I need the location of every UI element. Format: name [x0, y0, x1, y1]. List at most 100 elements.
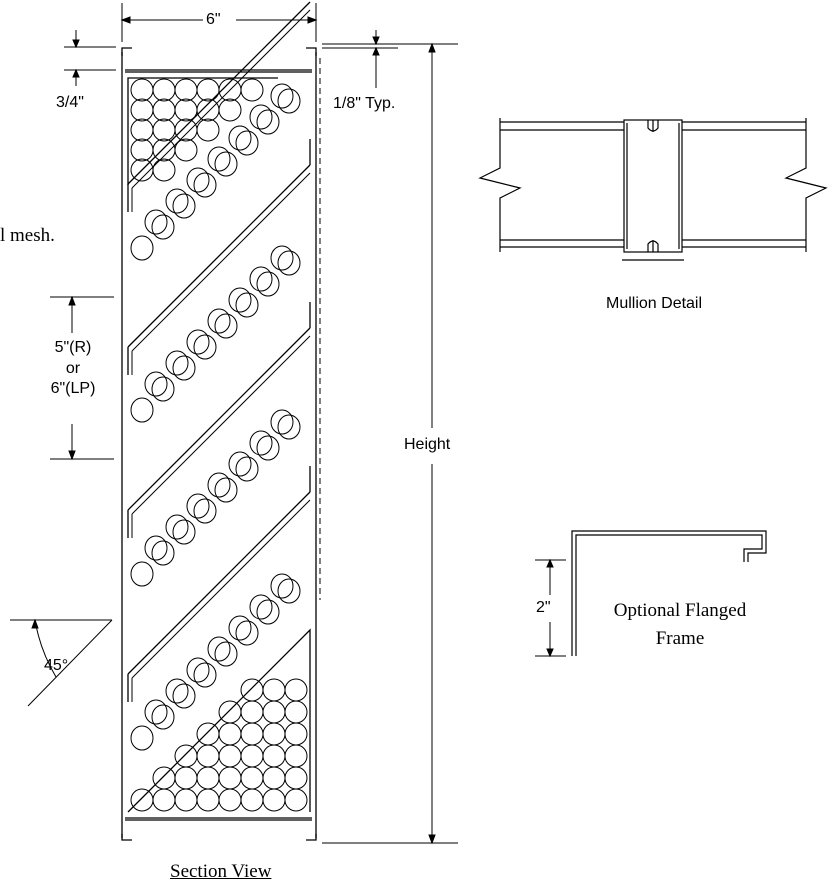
insulation-cell	[193, 172, 217, 198]
insulation-cell	[240, 722, 264, 746]
insulation-cell	[262, 722, 286, 746]
insulation-cell	[130, 118, 154, 142]
insulation-cell	[196, 744, 220, 768]
insulation-cell	[207, 472, 231, 498]
insulation-cell	[284, 678, 308, 702]
insulation-cell	[152, 118, 176, 142]
insulation-cell	[262, 788, 286, 812]
insulation-cell	[240, 766, 264, 790]
insulation-cell	[207, 636, 231, 662]
angle-dimension	[10, 618, 113, 707]
insulation-cell	[270, 245, 294, 271]
width-label: 6"	[206, 11, 221, 28]
insulation-cell	[174, 766, 198, 790]
insulation-cell	[284, 722, 308, 746]
insulation-cell	[130, 138, 154, 162]
insulation-cell	[218, 722, 242, 746]
flanged-frame	[535, 530, 767, 658]
insulation-cell	[193, 334, 217, 360]
insulation-cell	[130, 98, 154, 122]
insulation-cell	[235, 456, 259, 482]
insulation-cell	[165, 678, 189, 704]
insulation-cell	[151, 214, 175, 240]
insulation-cell	[130, 78, 154, 102]
insulation-cell	[130, 561, 154, 587]
insulation-cell	[284, 788, 308, 812]
insulation-cell	[235, 130, 259, 156]
insulation-cell	[174, 118, 198, 142]
mullion-caption: Mullion Detail	[606, 295, 703, 312]
insulation-cell	[277, 88, 301, 114]
insulation-cell	[152, 138, 176, 162]
insulation-cell	[249, 266, 273, 292]
insulation-cell	[196, 766, 220, 790]
insulation-cell	[256, 271, 280, 297]
insulation-cell	[165, 350, 189, 376]
insulation-cell	[235, 620, 259, 646]
insulation-cell	[174, 744, 198, 768]
mesh-label: l mesh.	[0, 225, 55, 246]
insulation-cell	[240, 78, 264, 102]
insulation-cell	[207, 308, 231, 334]
insulation-cell	[193, 662, 217, 688]
spacing-or-label: or	[65, 360, 81, 377]
insulation-cell	[144, 371, 168, 397]
insulation-cell	[284, 700, 308, 724]
typ-label: 1/8" Typ.	[333, 95, 396, 112]
section-frame	[121, 47, 321, 841]
insulation-cell	[240, 700, 264, 724]
insulation-cell	[235, 292, 259, 318]
insulation-cell	[249, 430, 273, 456]
insulation-cell	[214, 151, 238, 177]
insulation-cell	[262, 700, 286, 724]
blade-bottom-corner	[127, 628, 311, 813]
top-gap-label: 3/4"	[56, 94, 84, 111]
insulation-cell	[218, 98, 242, 122]
insulation-cell	[174, 78, 198, 102]
insulation-cell	[144, 535, 168, 561]
insulation-cell	[256, 109, 280, 135]
insulation-cell	[196, 722, 220, 746]
insulation-cell	[172, 355, 196, 381]
insulation-cell	[262, 766, 286, 790]
insulation-cell	[228, 615, 252, 641]
insulation-cell	[196, 98, 220, 122]
louver-blade	[127, 302, 311, 538]
insulation-cell	[172, 193, 196, 219]
spacing-r-label: 5"(R)	[54, 339, 92, 356]
insulation-cell	[218, 700, 242, 724]
insulation-cell	[186, 493, 210, 519]
insulation-cell	[228, 451, 252, 477]
insulation-cell	[152, 766, 176, 790]
height-label: Height	[404, 436, 451, 453]
insulation-cell	[277, 250, 301, 276]
angle-label: 45°	[44, 657, 69, 674]
typ-dimension	[322, 30, 398, 88]
insulation-cell	[249, 594, 273, 620]
insulation-cell	[151, 704, 175, 730]
insulation-fill	[130, 78, 308, 812]
louver-blade	[127, 139, 311, 375]
insulation-cell	[152, 158, 176, 182]
insulation-cell	[186, 167, 210, 193]
insulation-cell	[284, 766, 308, 790]
insulation-cell	[174, 138, 198, 162]
insulation-cell	[186, 329, 210, 355]
insulation-cell	[130, 725, 154, 751]
mullion-detail	[478, 118, 828, 261]
insulation-cell	[144, 209, 168, 235]
section-caption: Section View	[170, 861, 272, 882]
insulation-cell	[174, 98, 198, 122]
flange-title-line2: Frame	[655, 628, 705, 649]
insulation-cell	[186, 657, 210, 683]
insulation-cell	[284, 744, 308, 768]
insulation-cell	[270, 83, 294, 109]
insulation-cell	[240, 788, 264, 812]
flange-title-line1: Optional Flanged	[613, 600, 747, 621]
insulation-cell	[228, 287, 252, 313]
insulation-cell	[214, 641, 238, 667]
top-gap-dimension	[64, 30, 116, 86]
insulation-cell	[130, 397, 154, 423]
